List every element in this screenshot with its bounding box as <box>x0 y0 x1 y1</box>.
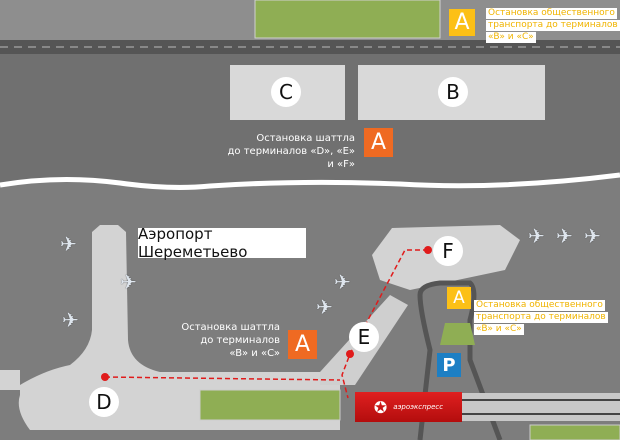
airplane-icon: ✈ <box>528 224 545 248</box>
note-line: транспорта до терминалов <box>474 312 608 323</box>
shuttle-def-note: Остановка шаттла до терминалов «D», «E» … <box>220 132 356 171</box>
airplane-icon: ✈ <box>334 270 351 294</box>
public-transport-note-right: Остановка общественного транспорта до те… <box>474 300 608 336</box>
shuttle-stop-def-icon[interactable]: A <box>364 128 393 157</box>
note-line: до терминалов <box>200 335 280 346</box>
note-line: Остановка общественного <box>474 300 605 311</box>
note-line: транспорта до терминалов <box>486 20 620 31</box>
airplane-icon: ✈ <box>556 224 573 248</box>
terminal-f-marker[interactable]: F <box>433 236 463 266</box>
airplane-icon: ✈ <box>60 232 77 256</box>
note-line: до терминалов «D», «E» и «F» <box>227 146 356 170</box>
terminal-c-marker[interactable]: C <box>271 77 301 107</box>
aeroexpress-station[interactable]: ✪ аэроэкспресс <box>355 392 462 422</box>
note-line: «B» и «C» <box>229 348 280 359</box>
aeroexpress-star-icon: ✪ <box>373 397 388 417</box>
note-line: Остановка шаттла <box>181 322 280 333</box>
parking-icon[interactable]: P <box>437 353 461 377</box>
public-transport-stop-right-icon[interactable]: A <box>447 287 471 309</box>
shuttle-bc-note: Остановка шаттла до терминалов «B» и «C» <box>160 321 280 360</box>
airplane-icon: ✈ <box>316 295 333 319</box>
note-line: Остановка общественного <box>486 8 617 19</box>
airplane-icon: ✈ <box>62 308 79 332</box>
note-line: «B» и «C» <box>474 324 524 335</box>
terminal-d-marker[interactable]: D <box>89 387 119 417</box>
note-line: «B» и «C» <box>486 32 536 43</box>
aeroexpress-label: аэроэкспресс <box>393 403 444 411</box>
public-transport-note-top: Остановка общественного транспорта до те… <box>486 8 620 44</box>
terminal-b-marker[interactable]: B <box>438 77 468 107</box>
shuttle-stop-bc-icon[interactable]: A <box>288 330 317 359</box>
public-transport-stop-top-icon[interactable]: A <box>449 9 475 36</box>
map-title: Аэропорт Шереметьево <box>138 225 306 261</box>
airplane-icon: ✈ <box>584 224 601 248</box>
airplane-icon: ✈ <box>120 270 137 294</box>
terminal-e-marker[interactable]: E <box>349 322 379 352</box>
note-line: Остановка шаттла <box>256 133 355 144</box>
